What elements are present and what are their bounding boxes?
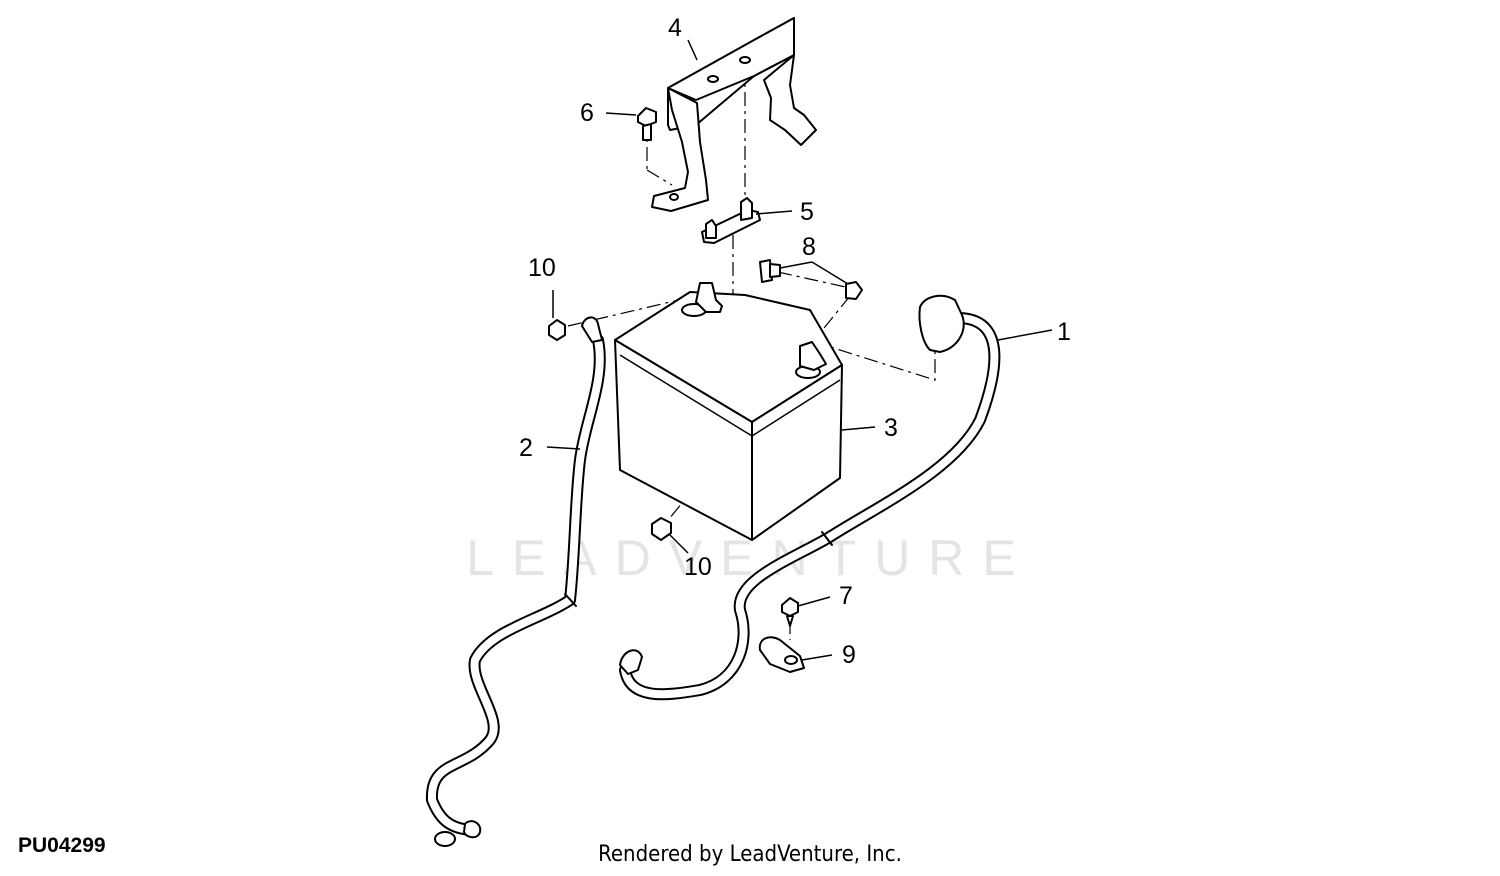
leader-4: [687, 39, 698, 61]
clamp-9: [758, 636, 833, 673]
watermark-text: LEADVENTURE: [466, 530, 1034, 586]
callout-5[interactable]: 5: [800, 198, 814, 226]
diagram-code: PU04299: [18, 834, 106, 857]
watermark: LEADVENTURE: [466, 327, 1034, 586]
callout-10-top[interactable]: 10: [528, 254, 556, 282]
callout-1[interactable]: 1: [1057, 318, 1071, 346]
battery: [614, 282, 876, 541]
callout-8[interactable]: 8: [802, 233, 816, 261]
credit-line: Rendered by LeadVenture, Inc.: [598, 842, 902, 867]
callout-6[interactable]: 6: [580, 99, 594, 127]
callout-9[interactable]: 9: [842, 641, 856, 669]
screw-7: [781, 596, 831, 627]
callout-3[interactable]: 3: [884, 414, 898, 442]
screw-6: [605, 107, 657, 141]
callout-4[interactable]: 4: [668, 14, 682, 42]
negative-cable: [425, 316, 606, 847]
callout-7[interactable]: 7: [839, 582, 853, 610]
positive-cable: [619, 294, 1053, 701]
hold-down-bracket: [651, 17, 817, 212]
callout-2[interactable]: 2: [519, 434, 533, 462]
callout-10-bottom[interactable]: 10: [684, 553, 712, 581]
nut-10a: [548, 290, 566, 341]
bolt-8: [759, 259, 863, 300]
hold-down-bar: [701, 197, 793, 244]
nut-10b: [651, 517, 689, 554]
